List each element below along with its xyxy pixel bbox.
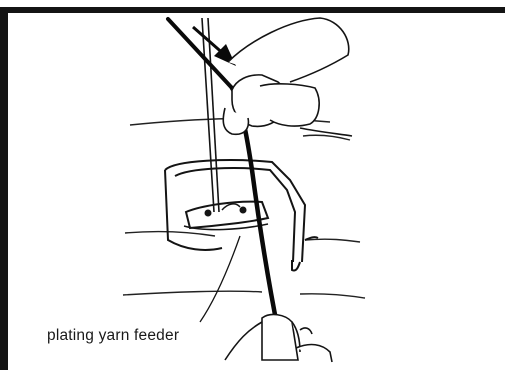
upper-hand <box>223 18 352 136</box>
lower-hand <box>225 315 332 362</box>
plating-yarn-feeder-label: plating yarn feeder <box>47 327 179 345</box>
